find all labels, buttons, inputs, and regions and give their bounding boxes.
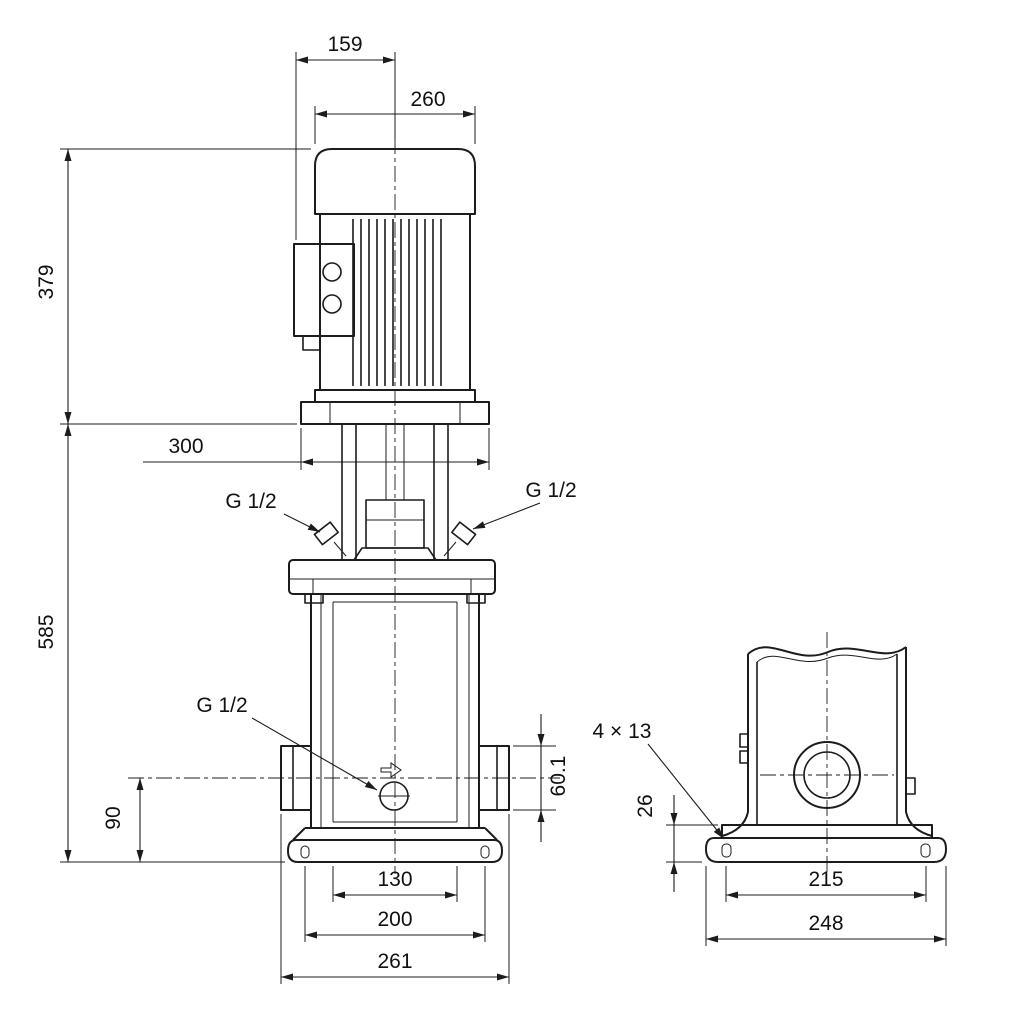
dim-label-130: 130 xyxy=(377,868,412,891)
break-line-outer xyxy=(747,646,907,657)
side-lug-bottom xyxy=(739,750,749,764)
gauge-plug-right xyxy=(451,521,477,546)
dim-label-260: 260 xyxy=(410,88,445,111)
dimension-215: 215 xyxy=(725,866,927,902)
dimension-90: 90 xyxy=(102,778,144,862)
extension-lines xyxy=(295,52,396,240)
pump-body xyxy=(280,559,510,828)
thread-label-g12-left: G 1/2 xyxy=(225,490,276,513)
dimension-261: 261 xyxy=(280,814,510,984)
dim-label-215: 215 xyxy=(808,868,843,891)
side-inner-walls xyxy=(756,654,898,825)
centerlines xyxy=(128,138,894,874)
dimension-bolt-slot: 4 × 13 xyxy=(593,720,725,840)
dim-label-300: 300 xyxy=(168,435,203,458)
side-base-plate xyxy=(705,837,947,863)
side-nameplate-tab xyxy=(905,777,916,795)
extension-lines xyxy=(60,148,311,425)
side-lug-top xyxy=(739,733,749,748)
dimension-248: 248 xyxy=(705,866,947,946)
side-base-flare xyxy=(721,811,933,837)
dimension-130: 130 xyxy=(332,866,458,902)
dim-label-4x13: 4 × 13 xyxy=(593,720,652,743)
dimension-585: 585 xyxy=(35,424,285,863)
dimension-379: 379 xyxy=(35,148,311,425)
thread-label-gauge-right: G 1/2 xyxy=(472,479,577,530)
dim-label-585: 585 xyxy=(35,614,58,649)
leader-line xyxy=(647,743,725,840)
dim-label-200: 200 xyxy=(377,908,412,931)
extension-lines xyxy=(513,745,556,811)
side-view xyxy=(705,646,947,863)
dimension-200: 200 xyxy=(304,866,486,942)
terminal-box xyxy=(293,243,355,337)
thread-label-drain: G 1/2 xyxy=(196,694,378,791)
dimension-260: 260 xyxy=(314,88,476,144)
terminal-box-foot xyxy=(302,335,321,351)
extension-lines xyxy=(304,866,486,942)
flow-direction-arrow-icon xyxy=(380,762,402,778)
tie-rod-nut-left xyxy=(304,593,324,604)
gauge-plug-right-stem xyxy=(443,541,457,557)
dimension-159: 159 xyxy=(295,33,396,240)
dimension-26: 26 xyxy=(634,794,718,892)
thread-label-g12-drain: G 1/2 xyxy=(196,694,247,717)
leader-line xyxy=(283,513,321,533)
stool-column-left xyxy=(341,424,357,560)
pump-base xyxy=(287,827,503,863)
motor-stool xyxy=(313,424,477,561)
cable-entry-top xyxy=(322,262,342,282)
gauge-plug-left xyxy=(313,521,339,546)
pump-head-details xyxy=(289,578,495,594)
leader-line xyxy=(472,502,541,530)
base-slot-right xyxy=(480,845,490,859)
stool-plate-bolts xyxy=(329,402,461,424)
dim-label-159: 159 xyxy=(327,33,362,56)
tie-rod-nut-right xyxy=(466,593,486,604)
dimension-300: 300 xyxy=(143,428,490,470)
port-outer-circle xyxy=(793,741,861,809)
extension-lines xyxy=(705,866,947,946)
motor-cooling-fins xyxy=(352,219,442,386)
dim-label-261: 261 xyxy=(377,950,412,973)
break-line-inner xyxy=(756,653,898,663)
suction-port xyxy=(280,745,312,811)
thread-label-g12-right: G 1/2 xyxy=(525,479,576,502)
dim-label-26: 26 xyxy=(634,794,657,817)
base-flange xyxy=(292,827,498,841)
pump-head-flange xyxy=(288,559,496,595)
stool-column-right xyxy=(433,424,449,560)
extension-lines xyxy=(280,814,510,984)
dim-label-60-1: 60.1 xyxy=(547,756,570,797)
thread-label-gauge-left: G 1/2 xyxy=(225,490,321,533)
gauge-plug-left-stem xyxy=(333,541,347,557)
motor xyxy=(293,148,490,425)
base-plate xyxy=(287,839,503,863)
tie-rods xyxy=(320,594,470,828)
side-bolt-slot-left xyxy=(721,843,732,858)
base-slot-left xyxy=(300,845,310,859)
motor-fan-cover xyxy=(314,148,476,215)
cable-entry-bottom xyxy=(322,294,342,314)
dimension-60-1: 60.1 xyxy=(513,714,570,842)
dim-label-248: 248 xyxy=(808,912,843,935)
sleeve xyxy=(332,601,458,823)
side-bolt-slot-right xyxy=(920,843,931,858)
dim-label-379: 379 xyxy=(35,264,58,299)
leader-line xyxy=(251,717,378,791)
discharge-port xyxy=(478,745,510,811)
motor-stool-plate xyxy=(300,401,490,425)
dim-label-90: 90 xyxy=(102,806,125,829)
port-inner-circle xyxy=(803,751,851,799)
